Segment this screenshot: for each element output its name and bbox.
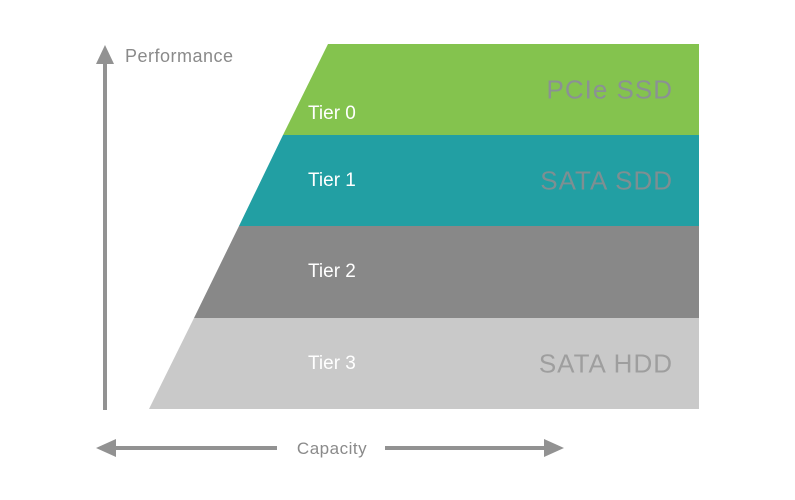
tier-2-label: Tier 2 <box>308 261 356 282</box>
tier-0-band: Tier 0 PCIe SSD <box>283 44 699 135</box>
tier-3-band: Tier 3 SATA HDD <box>149 318 699 409</box>
arrow-right-icon <box>544 439 564 457</box>
tier-pyramid: Tier 0 PCIe SSD Tier 1 SATA SDD Tier 2 T… <box>149 44 699 409</box>
tier-1-technology-label: SATA SDD <box>540 165 673 195</box>
tier-1-label: Tier 1 <box>308 169 356 191</box>
arrow-up-icon <box>96 45 114 64</box>
tier-0-technology-label: PCIe SSD <box>546 74 673 104</box>
performance-axis-line <box>103 62 107 410</box>
tier-3-label: Tier 3 <box>308 352 356 374</box>
performance-axis-label: Performance <box>125 46 234 66</box>
capacity-axis-label: Capacity <box>296 439 368 458</box>
capacity-axis-line-right <box>385 446 545 450</box>
tier-0-label: Tier 0 <box>308 102 356 124</box>
tier-1-band: Tier 1 SATA SDD <box>239 135 699 226</box>
tier-3-technology-label: SATA HDD <box>538 348 673 378</box>
arrow-left-icon <box>96 439 116 457</box>
tier-2-band: Tier 2 <box>194 226 699 318</box>
capacity-axis-line-left <box>114 446 277 450</box>
